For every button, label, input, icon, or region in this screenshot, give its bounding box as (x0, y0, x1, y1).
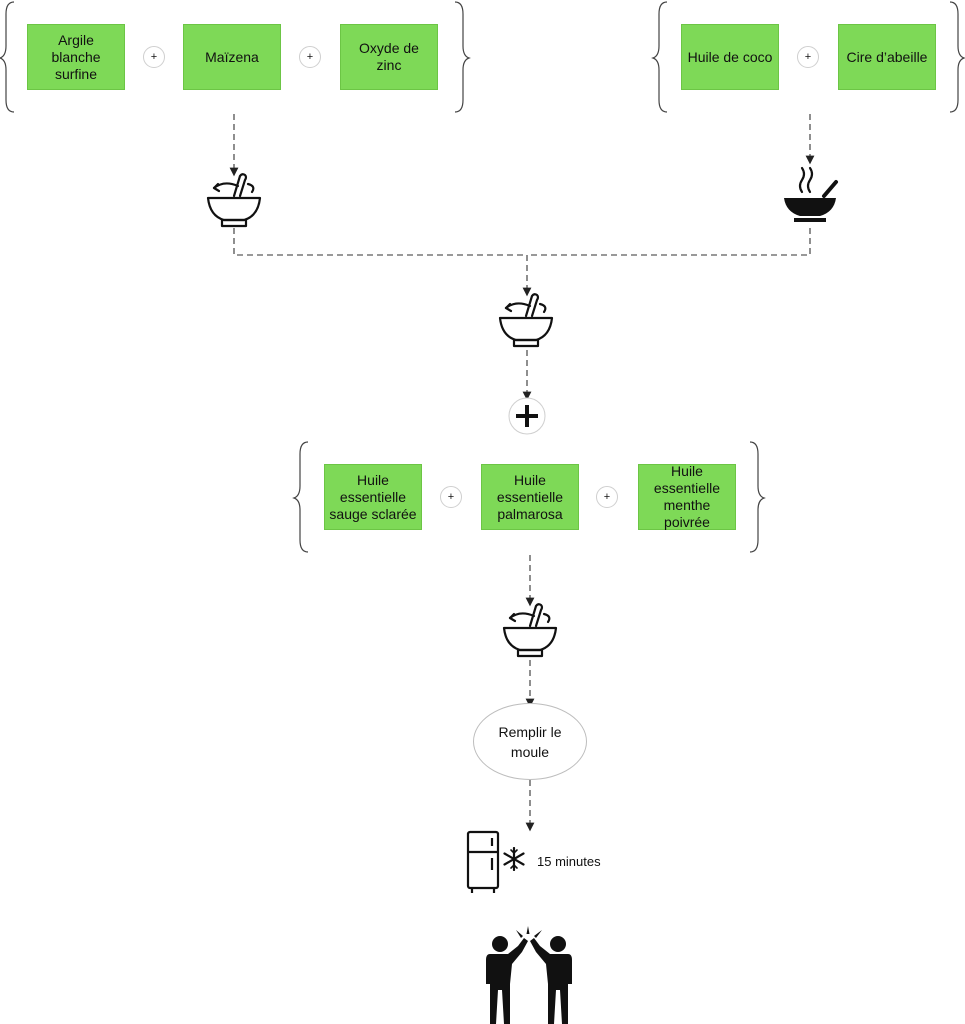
mortar-pestle-icon (206, 173, 262, 228)
brace-left-group1 (0, 1, 15, 113)
plus-sign-g1-b: + (299, 46, 321, 68)
mortar-pestle-icon (502, 603, 558, 658)
ingredient-he-sauge: Huile essentielle sauge sclarée (324, 464, 422, 530)
brace-right-group1 (454, 1, 471, 113)
brace-right-group3 (749, 441, 766, 553)
high-five-icon (486, 926, 572, 1024)
brace-left-group3 (292, 441, 309, 553)
brace-left-group2 (651, 1, 668, 113)
snowflake-icon (503, 847, 525, 871)
fridge-icon (466, 830, 500, 893)
heated-bowl-icon (784, 166, 838, 222)
ingredient-cire-abeille: Cire d’abeille (838, 24, 936, 90)
ingredient-argile: Argile blanche surfine (27, 24, 125, 90)
ingredient-he-palmarosa: Huile essentielle palmarosa (481, 464, 579, 530)
chill-duration: 15 minutes (537, 854, 601, 869)
plus-sign-g2: + (797, 46, 819, 68)
ingredient-oxyde-zinc: Oxyde de zinc (340, 24, 438, 90)
brace-right-group2 (949, 1, 965, 113)
plus-sign-g3-b: + (596, 486, 618, 508)
ingredient-maizena: Maïzena (183, 24, 281, 90)
line-mix-left-join (233, 228, 527, 256)
mortar-pestle-icon (498, 293, 554, 348)
ingredient-huile-coco: Huile de coco (681, 24, 779, 90)
step-remplir-moule: Remplir le moule (473, 703, 587, 780)
ingredient-he-menthe: Huile essentielle menthe poivrée (638, 463, 736, 530)
line-heat-right-join (527, 228, 811, 256)
plus-sign-g1-a: + (143, 46, 165, 68)
plus-sign-g3-a: + (440, 486, 462, 508)
big-plus-icon (508, 397, 546, 435)
